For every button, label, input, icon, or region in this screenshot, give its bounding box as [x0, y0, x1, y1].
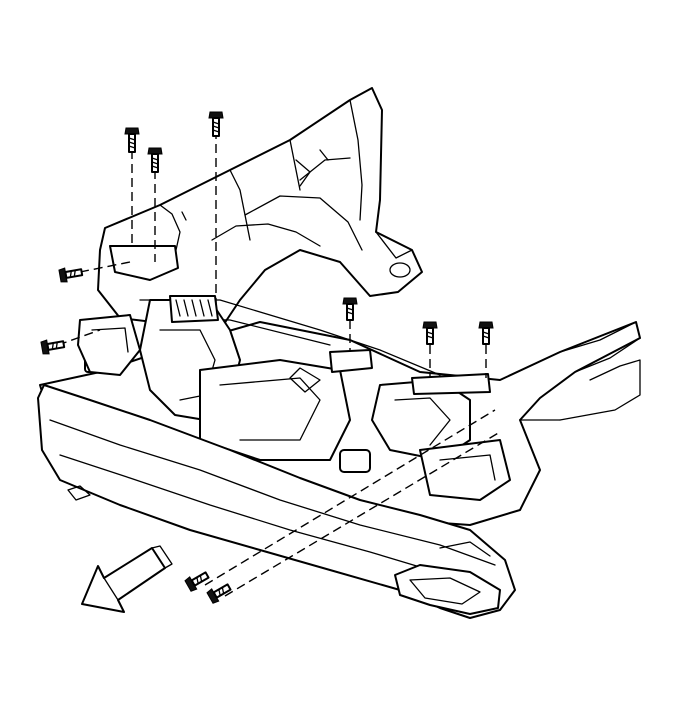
bolt-icon	[40, 339, 66, 355]
bolt-icon	[206, 583, 232, 604]
installation-lines	[57, 130, 501, 597]
upper-panel	[97, 87, 423, 331]
bolt-icon	[58, 267, 84, 283]
bolt-icon	[184, 571, 210, 592]
bolt-group	[40, 111, 494, 604]
bolt-icon	[124, 127, 140, 153]
lower-valance	[37, 384, 516, 619]
bolt-icon	[342, 297, 358, 321]
bolt-icon	[478, 321, 494, 345]
bolt-icon	[147, 147, 163, 173]
front-direction-arrow-icon	[81, 545, 173, 613]
bolt-icon	[422, 321, 438, 345]
bolt-icon	[208, 111, 224, 137]
support-brackets	[77, 245, 511, 501]
